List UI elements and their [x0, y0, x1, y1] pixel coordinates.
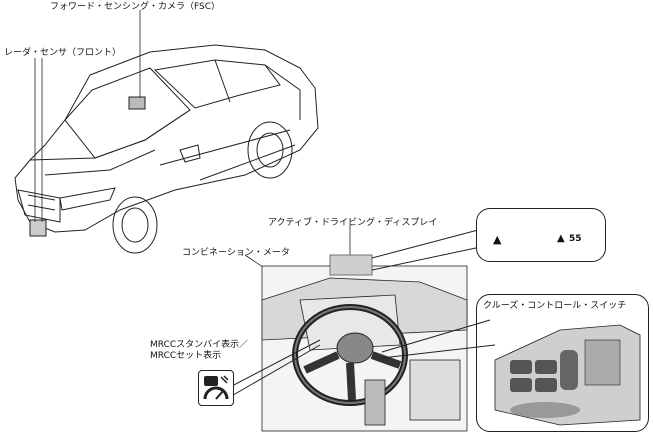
cruise-switch-callout: クルーズ・コントロール・スイッチ	[476, 294, 649, 432]
set-distance-icon: ▲	[557, 233, 565, 244]
radar-sensor-marker	[30, 220, 46, 236]
mrcc-set-label: MRCCセット表示	[150, 351, 221, 362]
fsc-camera-marker	[129, 97, 145, 109]
set-speed-value: 55	[569, 234, 582, 244]
combination-meter-label: コンビネーション・メータ	[182, 248, 290, 259]
radar-label: レーダ・センサ（フロント）	[4, 48, 121, 59]
mrcc-standby-label: MRCCスタンバイ表示／	[150, 340, 248, 351]
cruise-switch-label: クルーズ・コントロール・スイッチ	[483, 301, 626, 312]
fsc-label: フォワード・センシング・カメラ（FSC）	[50, 2, 220, 13]
vehicle-ahead-icon: ▲	[493, 233, 501, 246]
mrcc-indicator-icon	[198, 370, 234, 406]
active-display-label: アクティブ・ドライビング・ディスプレイ	[268, 218, 437, 229]
dashboard-illustration	[262, 266, 467, 431]
active-display-callout: ▲ ▲ 55	[476, 208, 606, 262]
hud-unit-marker	[330, 255, 372, 275]
vehicle-illustration	[15, 45, 318, 232]
